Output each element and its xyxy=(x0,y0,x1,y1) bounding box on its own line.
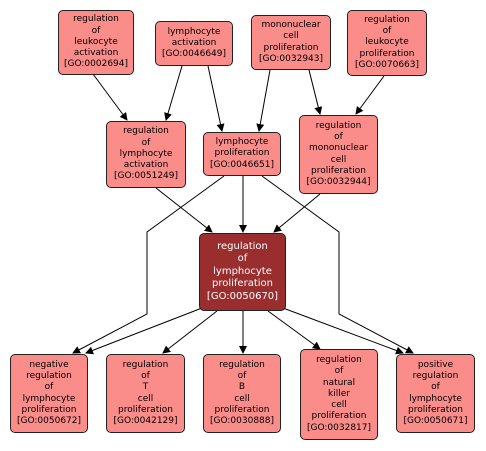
node-go-id: [GO:0050672] xyxy=(16,415,82,426)
edge-n3-n6 xyxy=(256,69,271,132)
node-label-line: regulation xyxy=(123,126,169,137)
node-go-id: [GO:0051249] xyxy=(113,171,179,182)
node-label-line: regulation xyxy=(316,355,362,366)
node-label-line: proliferation xyxy=(263,42,319,53)
node-label-line: killer xyxy=(328,388,350,399)
edge-n4-n7 xyxy=(355,75,385,115)
node-label-line: proliferation xyxy=(359,48,415,59)
edge-n6-n9 xyxy=(72,175,225,354)
node-label-line: lymphocyte xyxy=(119,148,173,159)
node-go-id: [GO:0032944] xyxy=(306,176,371,187)
node-go-id: [GO:0032943] xyxy=(258,53,324,64)
node-label-line: positive xyxy=(417,359,454,370)
node-label-line: proliferation xyxy=(311,165,366,176)
node-label-line: regulation xyxy=(364,14,410,25)
node-go-id: [GO:0002694] xyxy=(63,59,129,70)
node-label-line: lymphocyte xyxy=(213,265,272,277)
node-label-line: of xyxy=(141,371,150,382)
node-go-id: [GO:0070663] xyxy=(354,59,420,70)
node-label-line: regulation xyxy=(219,359,265,370)
node-label-line: of xyxy=(382,26,392,37)
node-label-line: lymphocyte xyxy=(22,393,76,404)
node-label-line: leukocyte xyxy=(365,37,409,48)
node-label-line: mononuclear xyxy=(308,143,369,154)
node-label-line: proliferation xyxy=(311,411,367,422)
node-label-line: cell xyxy=(234,393,250,404)
node-label-line: regulation xyxy=(217,240,268,252)
edge-n8-n10 xyxy=(162,310,218,354)
node-label-line: of xyxy=(141,137,151,148)
edge-n8-n13 xyxy=(282,307,404,355)
node-label-line: of xyxy=(431,382,440,393)
node-label-line: activation xyxy=(123,160,169,171)
node-label-line: lymphocyte xyxy=(409,393,462,404)
edge-n8-n9 xyxy=(85,307,203,355)
node-label-line: natural xyxy=(322,377,356,388)
node-label-line: of xyxy=(334,132,343,143)
node-label-line: of xyxy=(237,371,247,382)
node-label-line: regulation xyxy=(315,120,362,131)
node-label-line: regulation xyxy=(26,371,72,382)
node-label-line: lymphocyte xyxy=(167,26,221,37)
edge-n3-n7 xyxy=(308,69,323,115)
node-label-line: cell xyxy=(137,393,154,404)
edge-n8-n12 xyxy=(267,310,321,350)
node-label-line: regulation xyxy=(412,371,459,382)
node-label-line: leukocyte xyxy=(74,36,118,47)
node-go-id: [GO:0042129] xyxy=(113,415,178,426)
node-go-id: [GO:0046651] xyxy=(209,159,275,170)
node-label-line: cell xyxy=(283,31,299,42)
node-label-line: activation xyxy=(73,48,119,59)
node-label-line: proliferation xyxy=(214,404,270,415)
node-go-id: [GO:0032817] xyxy=(306,422,372,433)
node-label-line: of xyxy=(237,253,248,265)
node-go-id: [GO:0050670] xyxy=(206,290,279,302)
node-go-id: [GO:0046649] xyxy=(161,49,227,60)
node-label-line: cell xyxy=(331,400,347,411)
node-label-line: negative xyxy=(29,359,69,370)
edge-n2-n5 xyxy=(164,65,183,121)
node-label-line: activation xyxy=(171,37,217,48)
node-label-line: proliferation xyxy=(214,148,270,159)
node-label-line: regulation xyxy=(73,14,119,25)
node-label-line: proliferation xyxy=(21,404,77,415)
edge-n7-n8 xyxy=(273,193,321,233)
edge-n1-n5 xyxy=(92,73,128,121)
node-label-line: of xyxy=(44,382,54,393)
node-label-line: proliferation xyxy=(118,404,173,415)
node-label-line: proliferation xyxy=(408,404,463,415)
node-label-line: B xyxy=(238,382,246,393)
node-go-id: [GO:0050671] xyxy=(403,415,468,426)
edge-n2-n6 xyxy=(207,65,225,132)
node-label-line: lymphocyte xyxy=(215,137,269,148)
node-label-line: T xyxy=(142,382,149,393)
node-label-line: of xyxy=(334,366,344,377)
node-label-line: mononuclear xyxy=(261,20,321,31)
edge-n6-n13 xyxy=(261,175,414,354)
node-label-line: of xyxy=(91,25,101,36)
edge-n5-n8 xyxy=(155,187,213,233)
node-label-line: proliferation xyxy=(212,278,273,290)
node-go-id: [GO:0030888] xyxy=(209,415,275,426)
node-label-line: regulation xyxy=(122,359,169,370)
node-label-line: cell xyxy=(330,154,347,165)
